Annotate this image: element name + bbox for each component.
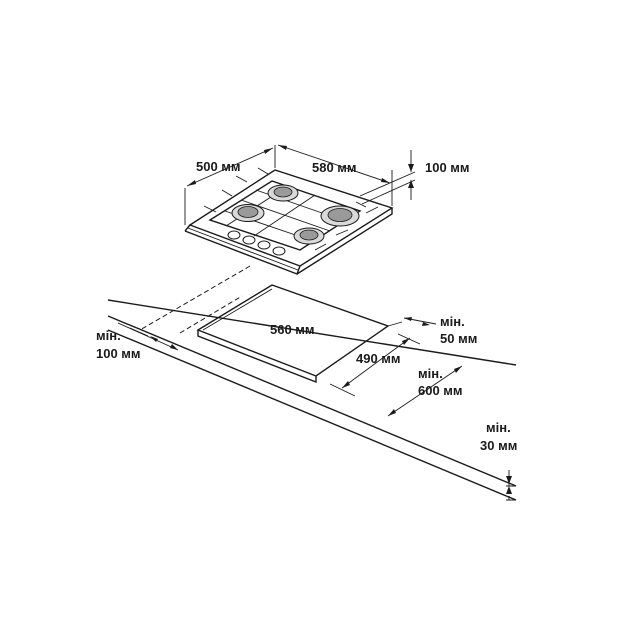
worktop-depth-dimension — [387, 365, 463, 417]
side-clearance-dimension — [117, 322, 179, 351]
side-clearance-prefix: мін. — [96, 328, 121, 343]
projection-line-left-2 — [179, 295, 243, 334]
worktop-thickness-prefix: мін. — [486, 420, 511, 435]
side-clearance-value: 100 мм — [96, 346, 141, 361]
worktop-depth-value: 600 мм — [418, 383, 463, 398]
hob-width-label: 580 мм — [312, 160, 357, 175]
worktop-thickness-dimension — [506, 470, 516, 501]
hob-height-dimension — [359, 150, 416, 205]
hob-drawing: 500 мм 580 мм 100 мм — [184, 144, 470, 275]
hob-top-plate — [188, 169, 394, 267]
hob-height-label: 100 мм — [425, 160, 470, 175]
control-knobs — [227, 230, 286, 256]
burner-front-left — [231, 204, 265, 222]
hob-depth-label: 500 мм — [196, 159, 241, 174]
burner-front-right — [293, 227, 325, 245]
worktop-drawing: 560 мм 490 мм мін. 100 мм мін. 50 мм — [96, 265, 517, 501]
hob-width-dimension — [277, 144, 393, 206]
worktop-depth-prefix: мін. — [418, 366, 443, 381]
back-clearance-prefix: мін. — [440, 314, 465, 329]
worktop-thickness-value: 30 мм — [480, 438, 517, 453]
hob-front-edge — [184, 208, 393, 275]
cutout-depth-dimension — [329, 333, 421, 397]
burners — [231, 184, 360, 245]
burner-rear-right — [320, 205, 360, 227]
burner-rear-left — [267, 184, 299, 202]
back-clearance-value: 50 мм — [440, 331, 477, 346]
back-clearance-dimension — [387, 317, 437, 327]
cutout-depth-label: 490 мм — [356, 351, 401, 366]
hob-depth-dimension — [184, 145, 276, 225]
cutout-width-label: 560 мм — [270, 322, 315, 337]
worktop-back-edge — [107, 299, 517, 366]
projection-line-left — [139, 265, 251, 331]
worktop-front-edge — [107, 315, 517, 487]
